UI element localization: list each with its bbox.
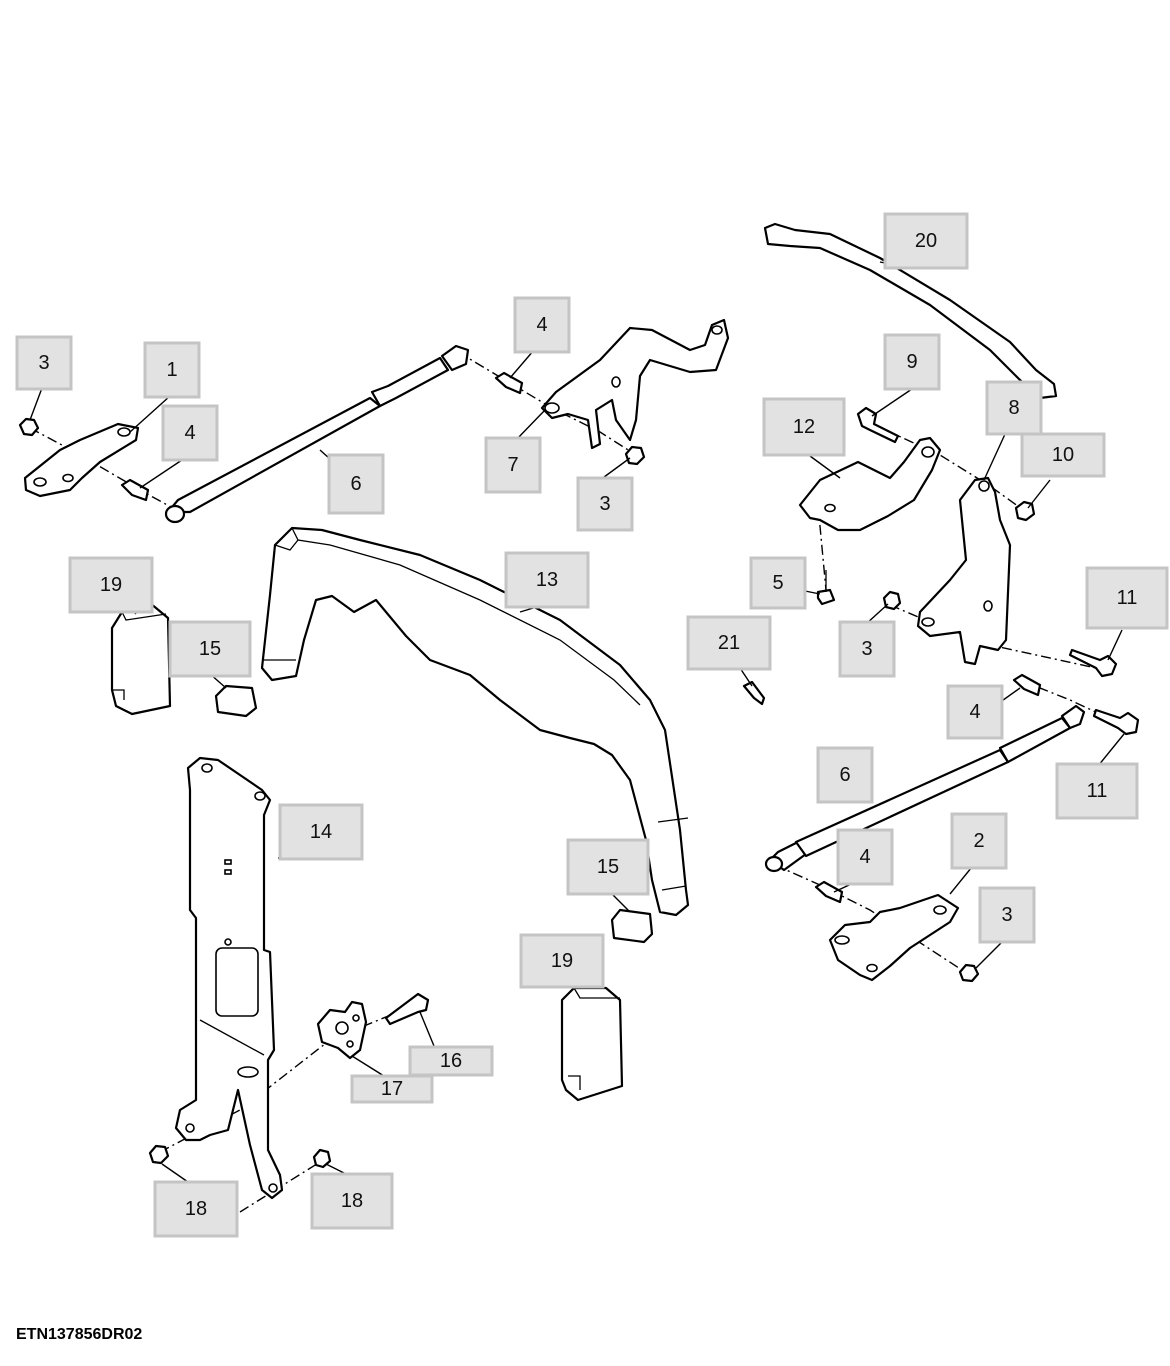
part-12-bracket	[798, 436, 942, 532]
callout-21: 21	[686, 615, 772, 671]
svg-text:3: 3	[599, 493, 610, 515]
callout-20: 20	[883, 212, 969, 270]
callout-17: 17	[350, 1074, 434, 1104]
callout-14: 14	[278, 803, 364, 861]
callout-5: 5	[749, 556, 807, 610]
callout-11: 11	[1055, 762, 1139, 820]
svg-text:3: 3	[38, 352, 49, 374]
svg-text:9: 9	[906, 351, 917, 373]
svg-text:4: 4	[536, 314, 547, 336]
callout-19: 19	[519, 933, 605, 989]
callout-7: 7	[484, 436, 542, 494]
callout-4: 4	[161, 404, 219, 462]
callout-10: 10	[1020, 432, 1106, 478]
part-19-bumper-lower	[560, 986, 624, 1102]
svg-text:4: 4	[859, 846, 870, 868]
svg-text:17: 17	[381, 1078, 403, 1100]
svg-text:8: 8	[1008, 397, 1019, 419]
part-6-gas-strut-right	[764, 704, 1086, 873]
callout-3: 3	[576, 476, 634, 532]
svg-text:12: 12	[793, 416, 815, 438]
callout-18: 18	[310, 1172, 394, 1230]
part-14-mounting-plate	[174, 756, 284, 1200]
callout-18: 18	[153, 1180, 239, 1238]
svg-text:4: 4	[184, 422, 195, 444]
svg-text:21: 21	[718, 632, 740, 654]
callout-labels: 3 1 4 6 4 7 3 20 9 12 8 10 19 15 13 5 21…	[15, 212, 1169, 1238]
svg-text:4: 4	[969, 701, 980, 723]
part-8-right-bracket	[916, 476, 1012, 666]
svg-text:20: 20	[915, 230, 937, 252]
svg-text:6: 6	[350, 473, 361, 495]
callout-13: 13	[504, 551, 590, 609]
callout-3: 3	[978, 886, 1036, 944]
callout-19: 19	[68, 556, 154, 614]
svg-text:18: 18	[341, 1190, 363, 1212]
part-15-pad-lower	[610, 908, 654, 944]
svg-text:14: 14	[310, 821, 332, 843]
callout-15: 15	[566, 838, 650, 896]
part-2-hinge-bracket	[828, 893, 960, 982]
callout-16: 16	[408, 1045, 494, 1077]
callout-6: 6	[327, 453, 385, 515]
callout-11: 11	[1085, 566, 1169, 630]
svg-text:11: 11	[1087, 780, 1108, 802]
svg-text:19: 19	[100, 574, 122, 596]
svg-text:2: 2	[973, 830, 984, 852]
part-7-mount-bracket	[540, 318, 730, 450]
svg-text:7: 7	[507, 454, 518, 476]
callout-12: 12	[762, 397, 846, 457]
svg-text:15: 15	[597, 856, 619, 878]
part-15-pad-upper	[214, 684, 258, 718]
callout-3: 3	[838, 620, 896, 678]
part-1-hinge-bracket	[23, 422, 140, 498]
callout-9: 9	[883, 333, 941, 391]
callout-4: 4	[513, 296, 571, 354]
callout-3: 3	[15, 335, 73, 391]
svg-text:5: 5	[772, 572, 783, 594]
svg-text:6: 6	[839, 764, 850, 786]
callout-6: 6	[816, 746, 874, 804]
svg-text:3: 3	[1001, 904, 1012, 926]
part-17-latch	[316, 1000, 368, 1060]
svg-text:16: 16	[440, 1050, 462, 1072]
callout-1: 1	[143, 341, 201, 399]
figure-id: ETN137856DR02	[16, 1326, 143, 1343]
svg-text:10: 10	[1052, 444, 1074, 466]
callout-15: 15	[168, 620, 252, 678]
part-6-gas-strut-left	[164, 344, 470, 524]
callout-4: 4	[836, 828, 894, 886]
callout-4: 4	[946, 684, 1004, 740]
svg-text:11: 11	[1117, 587, 1138, 609]
callout-8: 8	[985, 380, 1043, 436]
svg-text:19: 19	[551, 950, 573, 972]
svg-text:1: 1	[166, 359, 177, 381]
svg-text:18: 18	[185, 1198, 207, 1220]
svg-text:3: 3	[861, 638, 872, 660]
svg-text:15: 15	[199, 638, 221, 660]
svg-text:13: 13	[536, 569, 558, 591]
hardware-fasteners	[18, 371, 1140, 1169]
callout-2: 2	[950, 812, 1008, 870]
part-19-bumper-upper	[110, 601, 172, 716]
